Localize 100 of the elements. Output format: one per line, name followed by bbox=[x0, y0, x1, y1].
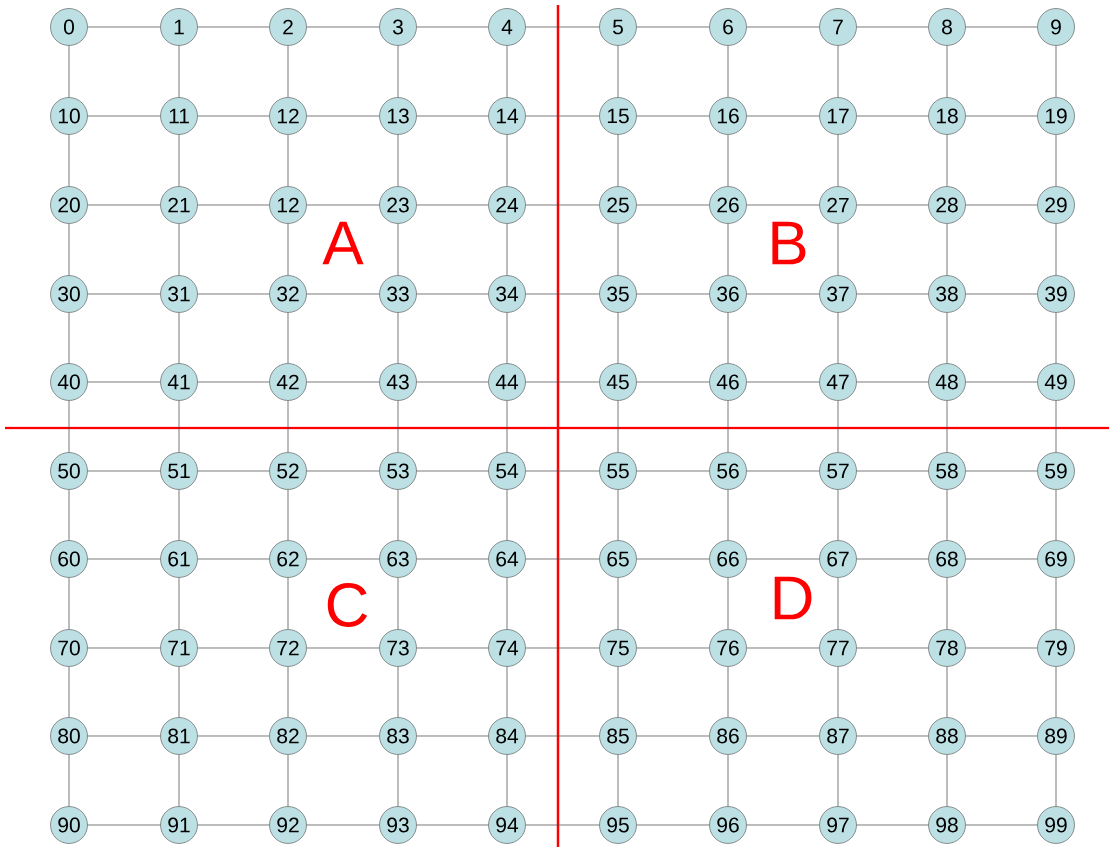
edge-line bbox=[1055, 666, 1057, 718]
edge-line bbox=[287, 489, 289, 541]
edge-line bbox=[306, 470, 380, 472]
edge-line bbox=[197, 26, 270, 28]
graph-node: 36 bbox=[709, 275, 747, 313]
graph-node: 82 bbox=[269, 717, 307, 755]
edge-line bbox=[306, 735, 380, 737]
graph-node: 99 bbox=[1037, 806, 1075, 844]
graph-node: 56 bbox=[709, 452, 747, 490]
graph-node: 4 bbox=[488, 8, 526, 46]
graph-node: 81 bbox=[160, 717, 198, 755]
graph-node: 3 bbox=[379, 8, 417, 46]
quadrant-label: C bbox=[327, 583, 367, 627]
edge-line bbox=[946, 754, 948, 807]
edge-line bbox=[617, 754, 619, 807]
graph-node: 94 bbox=[488, 806, 526, 844]
edge-line bbox=[727, 223, 729, 276]
edge-line bbox=[1055, 312, 1057, 364]
edge-line bbox=[397, 45, 399, 98]
edge-line bbox=[746, 647, 820, 649]
graph-node: 52 bbox=[269, 452, 307, 490]
edge-line bbox=[617, 45, 619, 98]
graph-node: 50 bbox=[50, 452, 88, 490]
edge-line bbox=[87, 470, 161, 472]
edge-line bbox=[397, 489, 399, 541]
edge-line bbox=[87, 558, 161, 560]
graph-node: 27 bbox=[819, 186, 857, 224]
graph-node: 66 bbox=[709, 540, 747, 578]
edge-line bbox=[87, 293, 161, 295]
edge-line bbox=[397, 223, 399, 276]
edge-line bbox=[525, 293, 600, 295]
edge-line bbox=[636, 647, 710, 649]
edge-line bbox=[87, 824, 161, 826]
graph-node: 38 bbox=[928, 275, 966, 313]
edge-line bbox=[68, 400, 70, 453]
edge-line bbox=[287, 400, 289, 453]
edge-line bbox=[617, 400, 619, 453]
graph-node: 53 bbox=[379, 452, 417, 490]
graph-node: 20 bbox=[50, 186, 88, 224]
edge-line bbox=[727, 754, 729, 807]
edge-line bbox=[416, 26, 489, 28]
edge-line bbox=[178, 489, 180, 541]
edge-line bbox=[636, 558, 710, 560]
graph-node: 84 bbox=[488, 717, 526, 755]
edge-line bbox=[746, 115, 820, 117]
graph-node: 12 bbox=[269, 97, 307, 135]
edge-line bbox=[727, 45, 729, 98]
edge-line bbox=[727, 312, 729, 364]
edge-line bbox=[727, 666, 729, 718]
graph-node: 90 bbox=[50, 806, 88, 844]
edge-line bbox=[416, 293, 489, 295]
graph-node: 87 bbox=[819, 717, 857, 755]
graph-node: 13 bbox=[379, 97, 417, 135]
edge-line bbox=[397, 400, 399, 453]
graph-node: 62 bbox=[269, 540, 307, 578]
edge-line bbox=[837, 223, 839, 276]
edge-line bbox=[1055, 754, 1057, 807]
edge-line bbox=[525, 470, 600, 472]
edge-line bbox=[525, 26, 600, 28]
edge-line bbox=[306, 115, 380, 117]
graph-node: 88 bbox=[928, 717, 966, 755]
edge-line bbox=[506, 754, 508, 807]
graph-node: 55 bbox=[599, 452, 637, 490]
edge-line bbox=[178, 754, 180, 807]
graph-node: 41 bbox=[160, 363, 198, 401]
edge-line bbox=[965, 26, 1038, 28]
edge-line bbox=[746, 204, 820, 206]
edge-line bbox=[965, 824, 1038, 826]
graph-node: 78 bbox=[928, 629, 966, 667]
quadrant-label: D bbox=[774, 576, 812, 620]
edge-line bbox=[746, 735, 820, 737]
edge-line bbox=[946, 666, 948, 718]
graph-node: 69 bbox=[1037, 540, 1075, 578]
graph-node: 83 bbox=[379, 717, 417, 755]
edge-line bbox=[397, 754, 399, 807]
edge-line bbox=[965, 735, 1038, 737]
edge-line bbox=[306, 647, 380, 649]
edge-line bbox=[397, 134, 399, 187]
edge-line bbox=[287, 754, 289, 807]
graph-node: 7 bbox=[819, 8, 857, 46]
graph-node: 2 bbox=[269, 8, 307, 46]
graph-node: 23 bbox=[379, 186, 417, 224]
edge-line bbox=[856, 470, 929, 472]
graph-node: 17 bbox=[819, 97, 857, 135]
edge-line bbox=[617, 666, 619, 718]
edge-line bbox=[306, 558, 380, 560]
edge-line bbox=[746, 381, 820, 383]
graph-node: 46 bbox=[709, 363, 747, 401]
edge-line bbox=[506, 577, 508, 630]
edge-line bbox=[837, 577, 839, 630]
edge-line bbox=[197, 647, 270, 649]
graph-node: 31 bbox=[160, 275, 198, 313]
edge-line bbox=[727, 400, 729, 453]
graph-node: 19 bbox=[1037, 97, 1075, 135]
edge-line bbox=[506, 312, 508, 364]
graph-node: 8 bbox=[928, 8, 966, 46]
graph-node: 34 bbox=[488, 275, 526, 313]
edge-line bbox=[416, 647, 489, 649]
edge-line bbox=[506, 134, 508, 187]
edge-line bbox=[397, 666, 399, 718]
